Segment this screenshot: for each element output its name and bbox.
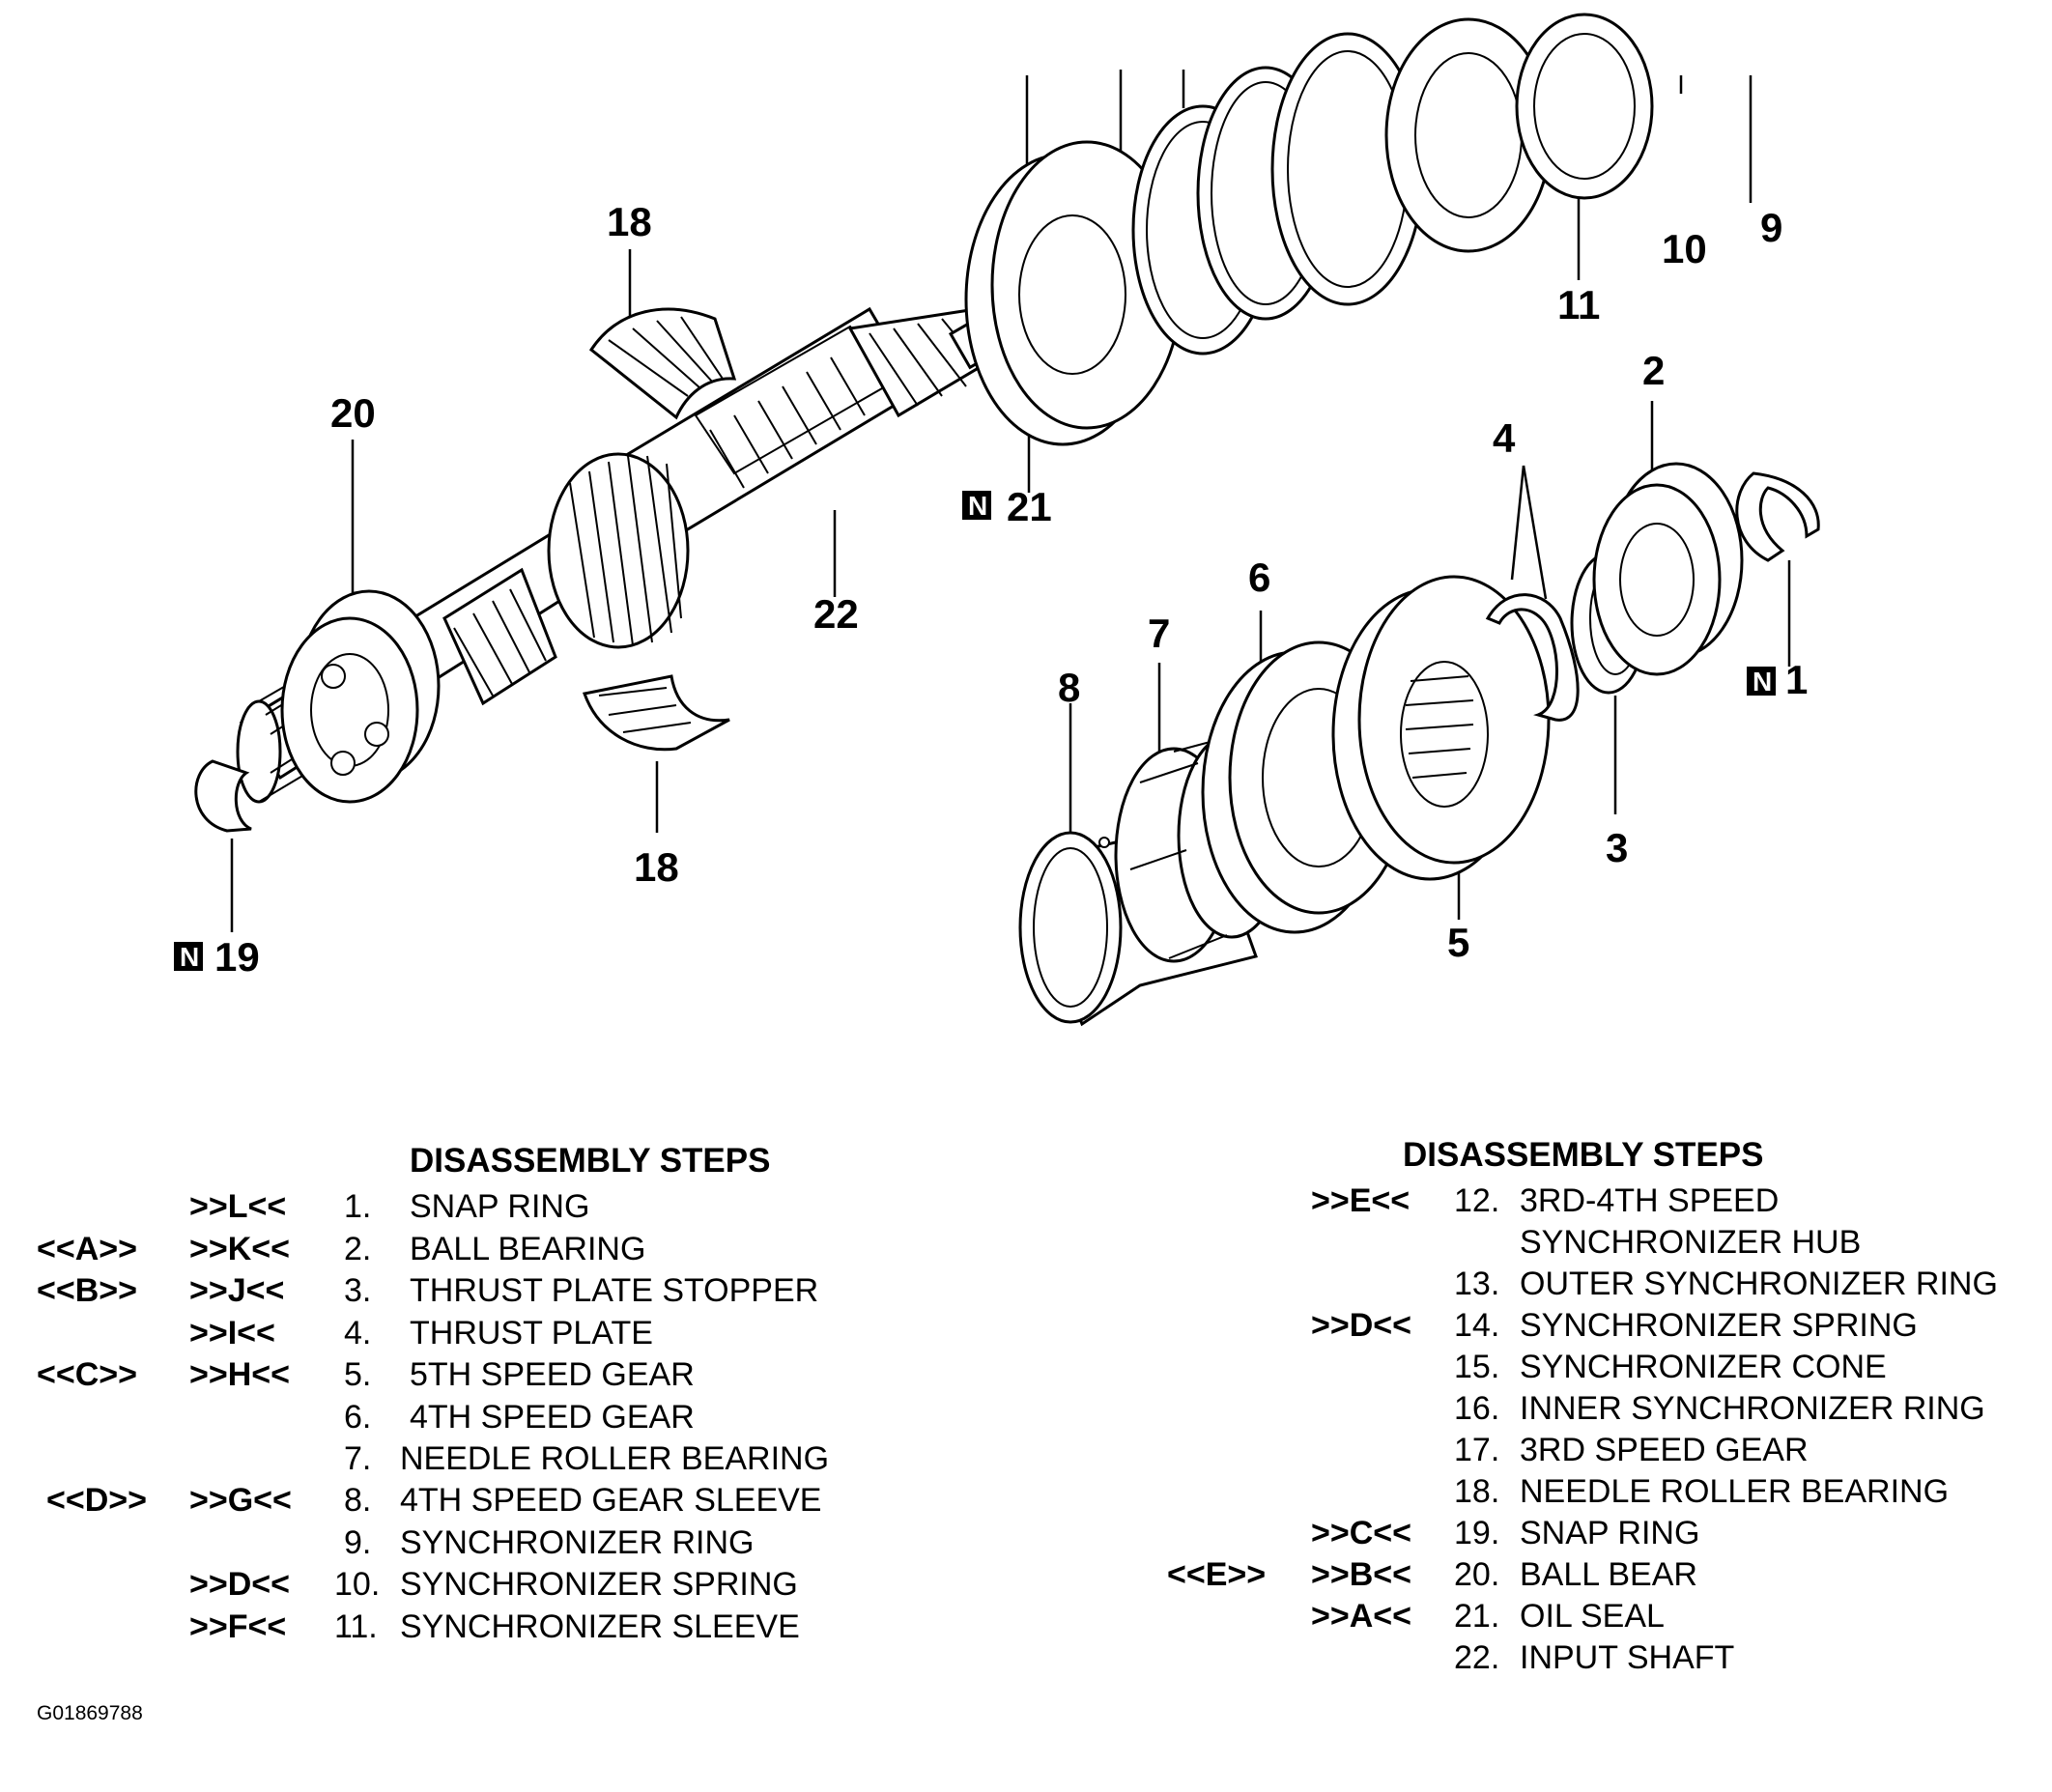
- needle-roller-bearing-18-bottom: [583, 674, 730, 752]
- callout-4: 4: [1493, 415, 1516, 461]
- steps-heading-left: DISASSEMBLY STEPS: [410, 1142, 771, 1180]
- callout-labels: 18 20 22 N 21 N 19 18 10 9 11 2 4 N 1 6 …: [174, 199, 1808, 980]
- snap-ring-19: [194, 759, 252, 833]
- callout-5: 5: [1447, 920, 1469, 965]
- disassembly-steps-left: DISASSEMBLY STEPS >>L<<1.SNAP RING <<A>>…: [37, 1142, 830, 1645]
- synchronizer-rings-13-16: [1131, 32, 1425, 356]
- new-part-badge-19-text: N: [180, 942, 199, 972]
- callout-2: 2: [1642, 348, 1665, 393]
- callout-11: 11: [1557, 282, 1600, 327]
- callout-8: 8: [1058, 665, 1080, 710]
- snap-ring-1: [1735, 471, 1820, 562]
- new-part-badge-1-text: N: [1753, 667, 1772, 697]
- new-part-badge-21-text: N: [968, 491, 987, 521]
- callout-6: 6: [1248, 555, 1270, 600]
- new-part-badge-1: [1747, 667, 1776, 696]
- steps-heading-right: DISASSEMBLY STEPS: [1403, 1136, 1764, 1174]
- shaft-gear-small: [442, 567, 557, 706]
- ball-bearing-2: [1592, 462, 1744, 676]
- disassembly-steps-right: DISASSEMBLY STEPS >>E<<12.3RD-4TH SPEED …: [1167, 1136, 1998, 1676]
- callout-7: 7: [1148, 611, 1170, 656]
- callout-18-bottom: 18: [634, 844, 679, 890]
- callout-9: 9: [1760, 205, 1782, 250]
- callout-22: 22: [813, 591, 859, 637]
- callout-10: 10: [1662, 226, 1707, 271]
- synchronizer-hub-and-sleeve: [1384, 13, 1654, 253]
- ball-bearing-20: [280, 589, 441, 804]
- 5th-speed-gear-5: [1331, 575, 1551, 881]
- callout-20: 20: [330, 390, 376, 436]
- callout-18-top: 18: [607, 199, 652, 244]
- new-part-badge-21: [962, 491, 991, 520]
- callout-19: 19: [214, 934, 260, 980]
- needle-roller-bearing-18-top: [588, 307, 737, 420]
- callout-1: 1: [1785, 657, 1808, 702]
- shaft-gear-large: [547, 452, 690, 649]
- callout-3: 3: [1606, 825, 1628, 870]
- figure-id: G01869788: [37, 1702, 143, 1724]
- new-part-badge-19: [174, 942, 203, 971]
- transmission-exploded-diagram: 18 20 22 N 21 N 19 18 10 9 11 2 4 N 1 6 …: [174, 13, 1820, 1027]
- callout-21: 21: [1007, 484, 1052, 529]
- thrust-plate-4: [1485, 593, 1580, 722]
